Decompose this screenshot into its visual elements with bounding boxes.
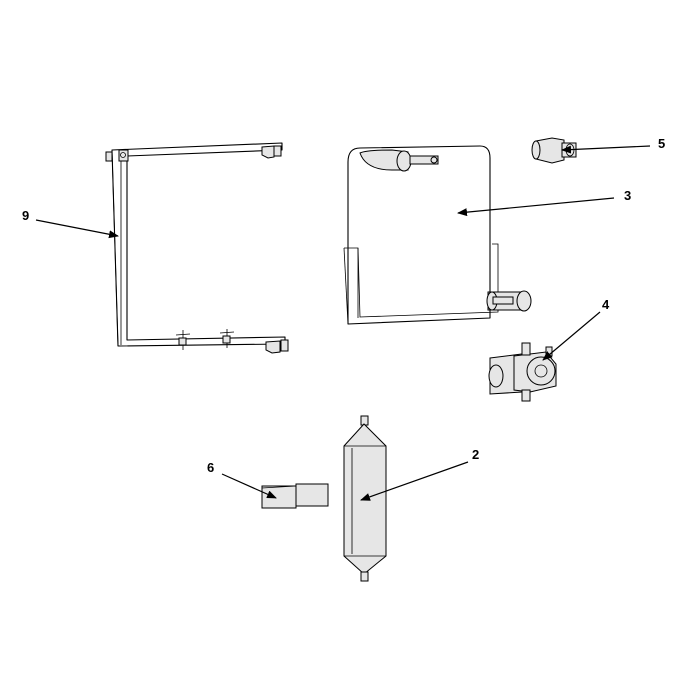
tube-section-part — [261, 483, 329, 509]
leader-line-4 — [542, 311, 601, 361]
condenser-coil-part — [343, 145, 532, 325]
callout-label-4: 4 — [602, 297, 610, 312]
leader-line-9 — [35, 219, 119, 239]
pressure-fitting-part — [531, 137, 577, 164]
callout-label-6: 6 — [207, 460, 214, 475]
solenoid-valve-part — [488, 342, 557, 402]
callout-label-3: 3 — [624, 188, 631, 203]
callout-label-9: 9 — [22, 208, 29, 223]
mounting-bracket-part — [105, 142, 289, 354]
callout-label-5: 5 — [658, 136, 665, 151]
callout-label-2: 2 — [472, 447, 479, 462]
leader-line-6 — [221, 473, 277, 499]
leader-line-3 — [457, 197, 615, 217]
leader-line-5 — [561, 145, 651, 154]
leader-line-2 — [360, 461, 469, 501]
